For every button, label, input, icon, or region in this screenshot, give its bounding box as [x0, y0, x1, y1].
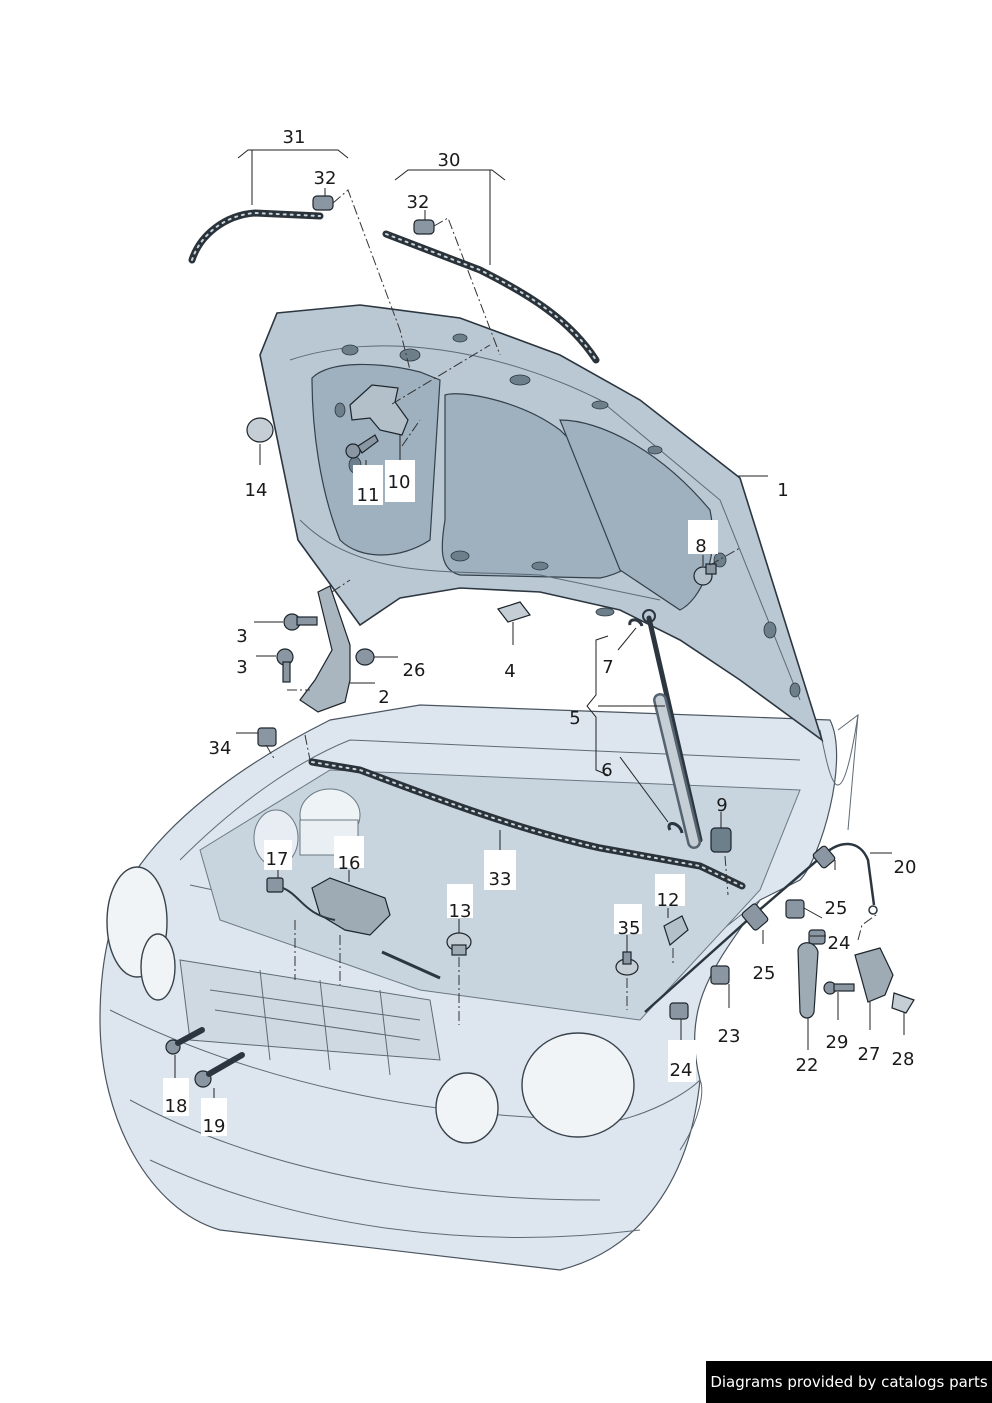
connector-17	[266, 877, 336, 921]
callout-24-lower: 24	[670, 1060, 693, 1081]
callout-33: 33	[489, 869, 512, 890]
callout-27: 27	[858, 1044, 881, 1065]
callout-29: 29	[826, 1032, 849, 1053]
release-rod	[381, 950, 441, 980]
callout-12: 12	[657, 890, 680, 911]
seal-strip-31	[188, 209, 324, 264]
callout-28: 28	[892, 1049, 915, 1070]
clip-34	[257, 727, 277, 747]
attribution-banner: Diagrams provided by catalogs parts	[706, 1361, 992, 1403]
bonnet-catch-10	[349, 384, 409, 436]
callout-14: 14	[245, 480, 268, 501]
mount-9	[710, 827, 732, 853]
callout-24-upper: 24	[828, 933, 851, 954]
bolt-3-lower	[276, 648, 294, 683]
screw-29	[823, 981, 855, 995]
hinge-2	[299, 585, 351, 713]
callout-17: 17	[266, 849, 289, 870]
callout-16: 16	[338, 853, 361, 874]
clip-28	[891, 992, 915, 1014]
seal-strip-30	[382, 230, 600, 364]
callout-20: 20	[894, 857, 917, 878]
car-front-body	[99, 704, 859, 1271]
callout-26: 26	[403, 660, 426, 681]
callout-22: 22	[796, 1055, 819, 1076]
callout-32-right: 32	[407, 192, 430, 213]
callout-19: 19	[203, 1116, 226, 1137]
pad-4	[497, 601, 531, 623]
bracket-12	[663, 915, 689, 947]
handle-bracket-27	[854, 947, 894, 1003]
callout-18: 18	[165, 1096, 188, 1117]
clip-6	[667, 822, 684, 834]
clip-24-upper	[808, 929, 826, 945]
callout-labels: 1 2 3 3 4 5 6 7 8 9 10 11 12 13 14 16 17…	[165, 127, 917, 1137]
callout-31: 31	[283, 127, 306, 148]
holder-23	[710, 965, 730, 985]
callout-11: 11	[357, 485, 380, 506]
label-backgrounds	[163, 460, 778, 1136]
release-cable-20	[644, 842, 878, 1013]
callout-9: 9	[716, 795, 727, 816]
callout-35: 35	[618, 918, 641, 939]
bolt-11	[345, 434, 379, 459]
bolt-3-upper	[283, 613, 318, 631]
leader-lines	[174, 149, 905, 1100]
callout-32-left: 32	[314, 168, 337, 189]
callout-6: 6	[601, 760, 612, 781]
clip-25	[785, 899, 805, 919]
callout-23: 23	[718, 1026, 741, 1047]
callout-8: 8	[695, 536, 706, 557]
callout-5: 5	[569, 708, 580, 729]
release-handle-22	[797, 942, 819, 1019]
buffer-32-right	[413, 219, 435, 235]
gas-strut-5	[642, 609, 703, 849]
bolt-19	[194, 1052, 245, 1088]
seal-strip-33	[308, 758, 746, 890]
callout-7: 7	[602, 657, 613, 678]
callout-25-right: 25	[825, 898, 848, 919]
callout-4: 4	[504, 661, 515, 682]
clip-35	[615, 951, 639, 976]
callout-3-lower: 3	[236, 657, 247, 678]
attribution-text: Diagrams provided by catalogs parts	[710, 1373, 988, 1391]
callout-1: 1	[777, 480, 788, 501]
plug-26	[355, 648, 375, 666]
callout-13: 13	[449, 901, 472, 922]
buffer-32-left	[312, 195, 334, 211]
callout-10: 10	[388, 472, 411, 493]
stop-buffer-14	[246, 417, 274, 443]
clip-24-lower	[669, 1002, 689, 1020]
callout-3-upper: 3	[236, 626, 247, 647]
callout-2: 2	[378, 687, 389, 708]
clip-7	[628, 618, 644, 627]
callout-34: 34	[209, 738, 232, 759]
callout-30: 30	[438, 150, 461, 171]
bolt-18	[165, 1027, 205, 1055]
callout-25-left: 25	[753, 963, 776, 984]
